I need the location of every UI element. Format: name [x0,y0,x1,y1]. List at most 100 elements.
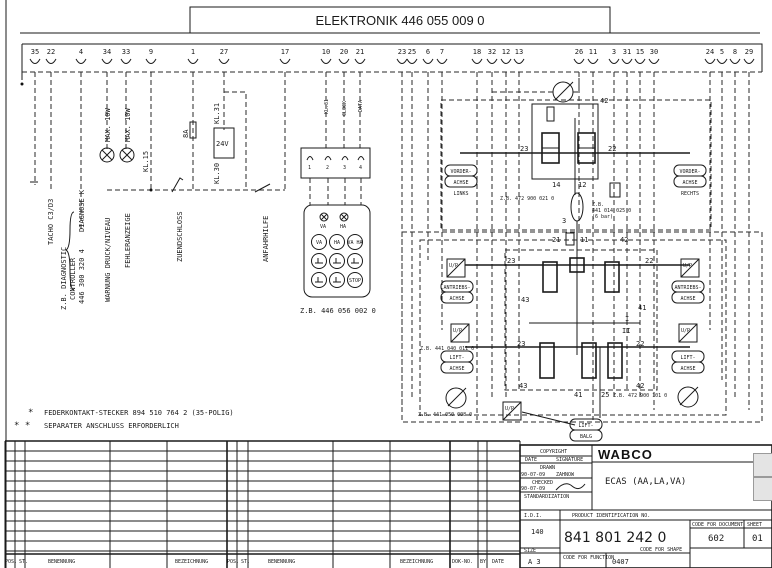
code-function-header: CODE FOR FUNCTION [563,555,614,561]
left-electrical: TACHO C3/D3 DIAGNOSE K Z.B. DIAGNOSTIC C… [20,82,285,310]
remote-key-button[interactable]: VA [311,234,327,250]
up-converter-icon: U/P [680,258,700,278]
connector-pin: 35 [29,48,41,64]
drawing-line [539,342,555,379]
connector-pin: 5 [716,48,728,64]
port-25: 25 [601,391,609,399]
remote-pin-number: 3 [343,165,346,171]
connector-pin: 26 [573,48,585,64]
pin-socket-icon [573,58,585,64]
drawing-line [519,444,772,568]
remote-key-button[interactable] [347,253,363,269]
diagram-title: ELEKTRONIK 446 055 009 0 [315,13,484,28]
pin-socket-icon [29,58,41,64]
port-12: 12 [578,181,586,189]
drawing-line [347,272,363,288]
up-label: U/P [505,406,514,412]
air-bellows-antrieb-links: ANTRIEBS-ACHSE [440,280,474,304]
remote-key-button[interactable]: HA [329,234,345,250]
remote-key-label: STOP [349,278,361,284]
pin-number: 33 [122,48,130,56]
drawing-line [311,253,327,269]
reservoir-icon [570,192,584,222]
connector-pin: 7 [436,48,448,64]
warnung-label: WARNUNG DRUCK/NIVEAU [104,218,112,302]
circuit-II: II [622,327,630,335]
pin-number: 26 [575,48,583,56]
drawing-line [347,253,363,269]
drawing-line [569,429,603,442]
port-3: 3 [562,217,566,225]
drawing-line [351,258,359,264]
port-42-lower: 42 [636,382,644,390]
remote-pin-number: 1 [308,165,311,171]
connector-pin: 32 [486,48,498,64]
toolbar-pen-button[interactable] [753,453,772,477]
lamp-ha-label: HA [340,224,346,230]
remote-key-button[interactable]: VA HA [347,234,363,250]
drawing-line [677,386,699,408]
port-11: 11 [580,236,588,244]
label: (6 bar) [592,214,613,220]
drawing-line [149,188,153,192]
connector-pin: 34 [101,48,113,64]
pin-socket-icon [648,58,660,64]
drawing-line [401,231,763,423]
bellows-label: ACHSE [453,180,468,186]
drawing-line [446,258,466,278]
lamp-va-label: VA [320,224,326,230]
pin-number: 27 [220,48,228,56]
bellows-label: RECHTS [681,191,699,197]
product-id: 841 801 242 0 [564,530,666,546]
remote-key-button[interactable] [329,253,345,269]
connector-pin: 20 [338,48,350,64]
up-converter-part: Z.B. 441 040 011 0 [420,346,474,352]
remote-pin-icon [324,156,332,161]
remote-key-button[interactable] [311,253,327,269]
bellows-label: BALG [580,434,592,440]
drawing-line [311,234,327,250]
drawing-line: VA HA VA HA STOP [311,234,363,288]
drawn-by: ZAHNOW [556,472,575,478]
pin-number: 32 [488,48,496,56]
remote-key-button[interactable] [311,272,327,288]
connector-pin: 15 [634,48,646,64]
drawn-label: DRAWN [540,465,555,471]
drawing-line [604,261,620,293]
note-2: SEPARATER ANSCHLUSS ERFORDERLICH [44,422,179,430]
table-header: BENENNUNG [268,559,295,565]
pin-socket-icon [716,58,728,64]
drawing-line [678,323,698,343]
note-1-star: * [28,408,33,418]
drawing-line [311,272,327,288]
circuit-I: I [625,315,629,323]
gauge-part: Z.B. 441 050 008 0 [418,412,472,418]
bellows-label: ACHSE [680,296,695,302]
remote-key-button[interactable]: STOP [347,272,363,288]
checked-signature [555,483,586,491]
pressure-gauge-top-icon [552,81,574,103]
pin-socket-icon [145,58,157,64]
note-2-stars: * * [14,421,30,431]
pin-socket-icon [120,58,132,64]
bellows-label: VORDER- [450,169,471,175]
drawing-line: VORDER-ACHSELINKSVORDER-ACHSERECHTSANTRI… [440,164,707,442]
remote-key-button[interactable] [329,272,345,288]
anfahrhilfe-label: ANFAHRHILFE [262,216,270,262]
connector-pin: 18 [471,48,483,64]
table-header: BEZEICHNUNG [400,559,433,565]
remote-key-label: HA [334,240,340,246]
port-22-mid: 22 [645,257,653,265]
table-header: POS. [227,559,239,565]
table-header: DATE [492,559,504,565]
toolbar-folder-button[interactable] [753,477,772,501]
drawing-line [101,149,113,161]
diag-controller-line2: CONTROLLER [69,257,77,300]
connector-pin: 11 [587,48,599,64]
connector-pin: 29 [743,48,755,64]
start-aid-switch-icon [254,183,271,193]
port-23-mid: 23 [507,257,515,265]
